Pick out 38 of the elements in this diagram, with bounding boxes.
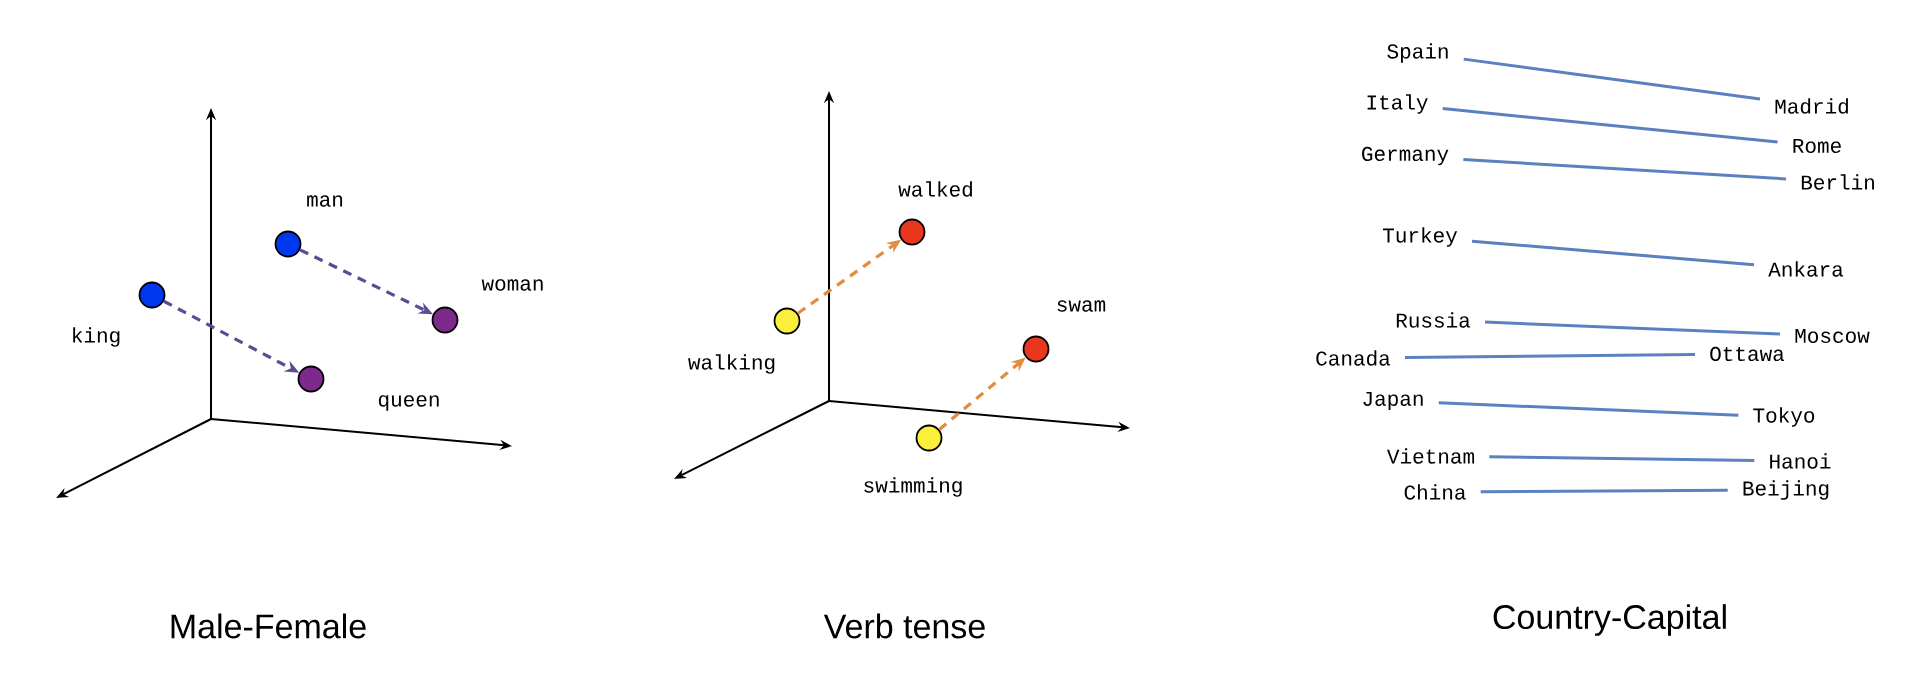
- word-label: queen: [378, 395, 439, 411]
- word-label: swimming: [864, 477, 962, 497]
- word-label: Canada: [1316, 350, 1391, 366]
- word-label: walked: [898, 181, 972, 197]
- panel-caption: Verb tense: [823, 613, 985, 639]
- word-label: Ankara: [1768, 261, 1844, 277]
- word-label: Moscow: [1795, 329, 1870, 343]
- word-label: man: [307, 195, 343, 207]
- word-label: Spain: [1387, 43, 1448, 63]
- panel-caption: Country-Capital: [1493, 604, 1726, 636]
- word-label: swam: [1057, 300, 1106, 312]
- word-label: Madrid: [1775, 98, 1848, 114]
- word-label: Germany: [1362, 146, 1449, 166]
- connector-line: [1489, 455, 1755, 462]
- connector-line: [1463, 57, 1761, 101]
- word-label: Italy: [1367, 94, 1428, 114]
- word-label: Berlin: [1801, 174, 1874, 190]
- word-label: Japan: [1363, 391, 1423, 411]
- word-label: Tokyo: [1753, 407, 1815, 427]
- connector-line: [1480, 488, 1728, 494]
- connector-line: [1405, 353, 1695, 359]
- word-label: Rome: [1793, 139, 1841, 153]
- panel-caption: Male-Female: [171, 613, 366, 639]
- word-label: Ottawa: [1710, 346, 1785, 362]
- word-label: Russia: [1396, 312, 1471, 328]
- connector-line: [1463, 158, 1787, 181]
- connector-line: [1442, 107, 1778, 144]
- word-label: Turkey: [1383, 227, 1458, 247]
- word-label: China: [1404, 484, 1466, 500]
- connector-line: [1438, 401, 1739, 417]
- word-label: king: [73, 327, 120, 347]
- word-label: Hanoi: [1770, 453, 1831, 469]
- word-label: walking: [688, 354, 775, 374]
- connector-line: [1484, 320, 1781, 336]
- word-label: Vietnam: [1387, 448, 1475, 464]
- connector-line: [1471, 239, 1755, 267]
- word-label: woman: [481, 279, 543, 291]
- word-label: Beijing: [1743, 480, 1829, 500]
